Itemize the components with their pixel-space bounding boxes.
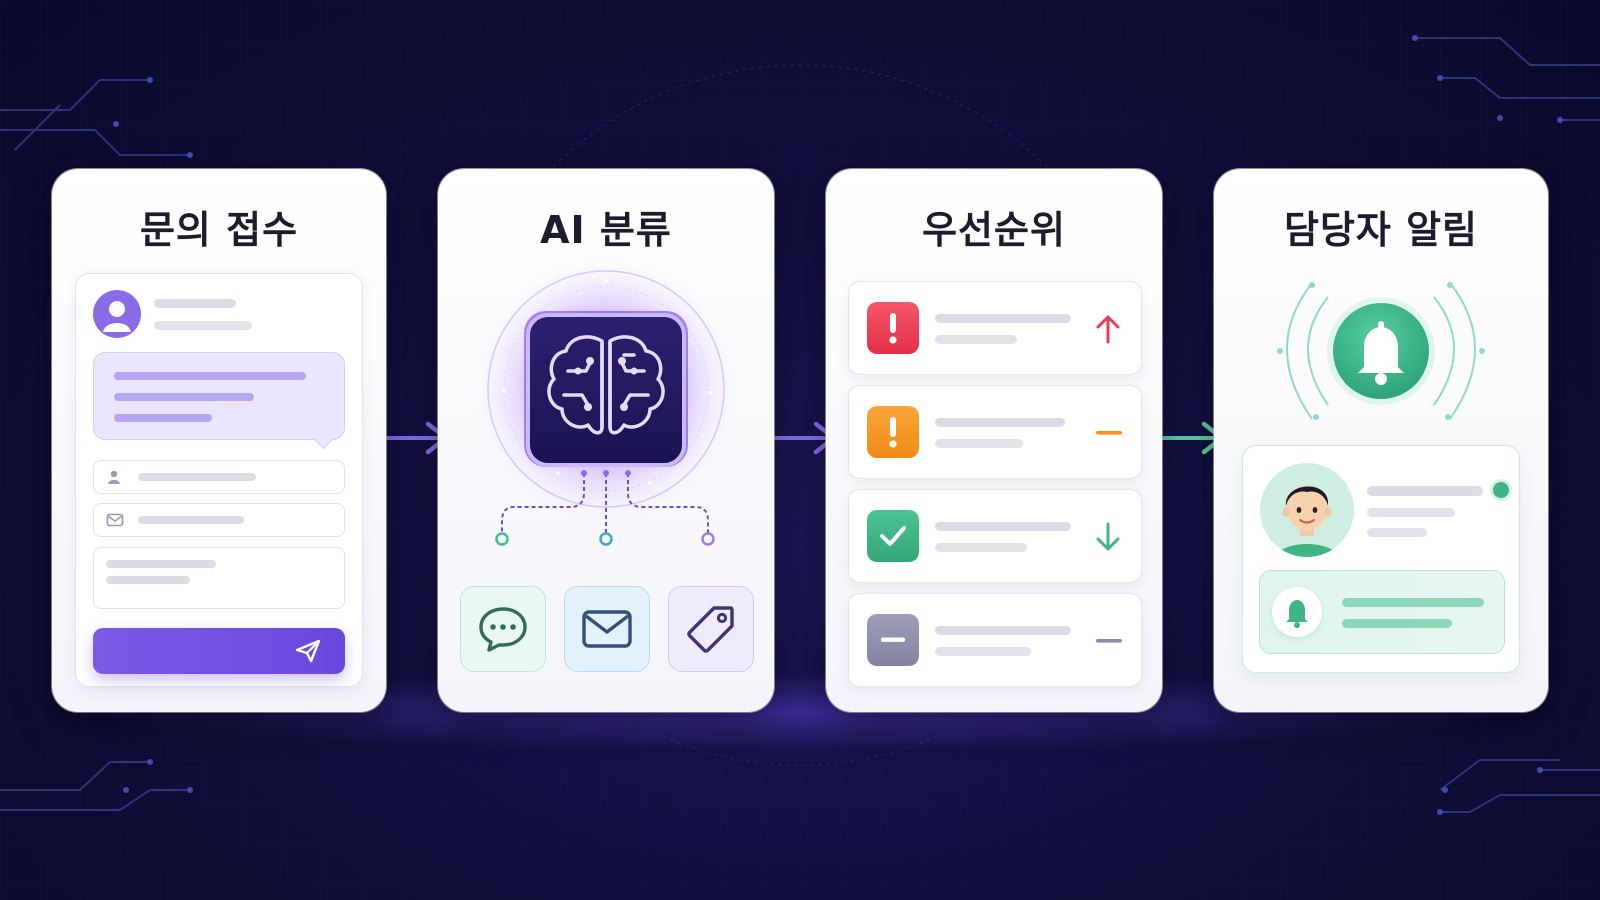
placeholder-line xyxy=(1367,528,1427,537)
envelope-icon xyxy=(582,610,632,648)
category-email[interactable] xyxy=(564,586,650,672)
placeholder-line xyxy=(935,439,1023,448)
message-line xyxy=(1342,619,1452,628)
minus-icon xyxy=(1096,639,1122,643)
send-button[interactable] xyxy=(93,628,345,674)
step-title: 우선순위 xyxy=(922,208,1066,252)
priority-row-low[interactable] xyxy=(848,489,1142,583)
email-field[interactable] xyxy=(93,503,345,537)
placeholder-line xyxy=(935,335,1017,344)
placeholder-line xyxy=(1367,508,1455,517)
category-chat[interactable] xyxy=(460,586,546,672)
placeholder-line xyxy=(935,522,1071,531)
placeholder-line xyxy=(935,626,1071,635)
category-tag[interactable] xyxy=(668,586,754,672)
inquiry-form xyxy=(75,273,363,687)
brain-chip-icon xyxy=(547,335,665,435)
bubble-tail xyxy=(312,427,335,450)
placeholder-line xyxy=(935,418,1065,427)
message-line xyxy=(114,372,306,380)
placeholder-line xyxy=(106,560,216,568)
placeholder-line xyxy=(106,576,190,584)
mail-icon xyxy=(106,513,124,527)
message-textarea[interactable] xyxy=(93,547,345,609)
priority-row-none[interactable] xyxy=(848,593,1142,687)
step-title: AI 분류 xyxy=(540,208,672,252)
step-card-ai-classification: AI 분류 xyxy=(438,169,774,712)
alert-icon xyxy=(867,302,919,354)
minus-icon xyxy=(867,614,919,666)
user-icon xyxy=(108,470,120,484)
placeholder-line xyxy=(138,516,244,524)
placeholder-line xyxy=(154,321,252,330)
priority-row-medium[interactable] xyxy=(848,385,1142,479)
message-line xyxy=(114,393,254,401)
chat-bubble-icon xyxy=(479,607,527,652)
bell-illustration xyxy=(1277,282,1485,420)
name-field[interactable] xyxy=(93,460,345,494)
arrow-up-icon xyxy=(1096,315,1120,344)
ai-brain-illustration xyxy=(474,259,738,546)
step-card-priority: 우선순위 xyxy=(826,169,1162,712)
placeholder-line xyxy=(154,299,236,308)
user-avatar-icon xyxy=(93,290,141,338)
step-title: 문의 접수 xyxy=(139,208,299,252)
check-icon xyxy=(867,510,919,562)
minus-icon xyxy=(1096,431,1122,435)
message-line xyxy=(1342,598,1484,607)
agent-card[interactable] xyxy=(1242,445,1520,673)
bell-icon xyxy=(1358,321,1404,385)
arrow-down-icon xyxy=(1096,522,1120,551)
placeholder-line xyxy=(935,314,1071,323)
placeholder-line xyxy=(935,543,1027,552)
step-title: 담당자 알림 xyxy=(1283,208,1479,252)
online-status-icon xyxy=(1493,482,1509,498)
tag-icon xyxy=(687,606,734,653)
bell-icon xyxy=(1272,587,1322,637)
agent-avatar-icon xyxy=(1260,463,1354,557)
placeholder-line xyxy=(138,473,256,481)
placeholder-line xyxy=(935,647,1031,656)
send-icon xyxy=(295,639,321,663)
placeholder-line xyxy=(1367,486,1483,496)
step-card-agent-notification: 담당자 알림 xyxy=(1214,169,1548,712)
priority-row-high[interactable] xyxy=(848,281,1142,375)
step-card-inquiry: 문의 접수 xyxy=(52,169,386,712)
alert-icon xyxy=(867,406,919,458)
message-line xyxy=(114,414,212,422)
notification-message[interactable] xyxy=(1259,570,1505,654)
message-bubble xyxy=(93,352,345,450)
